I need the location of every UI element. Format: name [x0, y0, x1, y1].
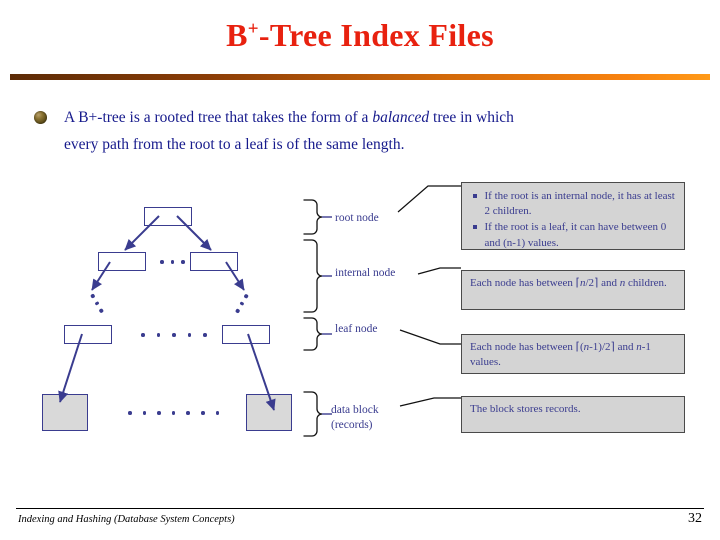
brace-group [303, 199, 323, 437]
footer-page-number: 32 [688, 511, 702, 526]
callout-leaf-var-n-1: n [583, 341, 590, 353]
data-block-box-left [42, 394, 88, 431]
bullet-paragraph-text: A B+-tree is a rooted tree that takes th… [64, 105, 694, 158]
callout-data-block: The block stores records. [461, 396, 685, 433]
bullet-text-part-1: A B+-tree is a rooted tree that takes th… [64, 109, 373, 126]
callout-internal-text-b: /2⌉ and [585, 277, 620, 289]
callout-internal-text-a: Each node has between ⌈ [470, 277, 580, 289]
tree-internal-node-box-left [98, 252, 146, 271]
diagram-label-internal-node: internal node [335, 267, 396, 279]
callout-internal-node: Each node has between ⌈n/2⌉ and n childr… [461, 270, 685, 310]
brace-root-node [303, 199, 323, 235]
callout-internal-var-n-1: n [579, 277, 586, 289]
callout-root-bullet-1-text: If the root is an internal node, it has … [484, 190, 675, 218]
bullet-text-part-2: tree in which [429, 109, 514, 126]
data-block-box-right [246, 394, 292, 431]
bullet-paragraph: A B+-tree is a rooted tree that takes th… [34, 105, 694, 158]
brace-leaf-node [303, 317, 323, 351]
ellipsis-dots-internal-level [160, 260, 185, 264]
callout-leaf-text-b: -1)/2⌉ and [589, 341, 637, 353]
diagram-label-data-block-line2: (records) [331, 418, 373, 431]
diagram-label-root-node: root node [335, 212, 379, 224]
diagram-label-data-block: data block (records) [331, 403, 379, 432]
page-title-superscript: + [247, 18, 259, 40]
callout-root-bullet-2: If the root is a leaf, it can have betwe… [470, 220, 677, 250]
callout-leaf-text-a: Each node has between ⌈( [470, 341, 584, 353]
callout-leader-group [397, 185, 461, 407]
brace-data-block [303, 391, 323, 437]
bullet-text-italic-balanced: balanced [372, 109, 430, 126]
footer-divider [16, 508, 704, 509]
footer-source-text: Indexing and Hashing (Database System Co… [18, 514, 235, 525]
bullet-sphere-icon [34, 111, 47, 124]
page-title-text-after: -Tree Index Files [258, 17, 494, 53]
callout-root-bullet-2-text: If the root is a leaf, it can have betwe… [484, 221, 667, 249]
leader-line-leaf [399, 329, 461, 345]
page-title-text-before: B [226, 17, 248, 53]
ellipsis-dots-data-block-level [128, 411, 220, 415]
tree-leaf-node-box-left [64, 325, 112, 344]
leader-line-internal [417, 267, 461, 275]
ellipsis-dots-diagonal-right [235, 293, 249, 314]
leader-line-datablock [399, 397, 461, 407]
tree-leaf-node-box-right [222, 325, 270, 344]
leader-line-root [397, 185, 461, 213]
page-title: B+-Tree Index Files [0, 17, 720, 53]
callout-internal-var-n-2: n [619, 277, 626, 289]
callout-internal-text-c: children. [625, 277, 667, 289]
diagram-label-data-block-line1: data block [331, 404, 379, 416]
callout-leaf-var-n-2: n [636, 341, 642, 353]
bullet-text-line-2: every path from the root to a leaf is of… [64, 135, 405, 153]
diagram-label-leaf-node: leaf node [335, 323, 378, 335]
callout-leaf-text-c: -1 values. [470, 341, 651, 369]
callout-root-node: If the root is an internal node, it has … [461, 182, 685, 250]
brace-label-connector-group [322, 216, 332, 415]
tree-edge-arrows-leaf-to-datablock [58, 333, 276, 411]
callout-bullet-square-icon [473, 225, 477, 229]
brace-internal-node [303, 239, 323, 313]
callout-leaf-node: Each node has between ⌈(n-1)/2⌉ and n-1 … [461, 334, 685, 374]
callout-bullet-square-icon [473, 194, 477, 198]
ellipsis-dots-diagonal-left [90, 293, 104, 314]
callout-root-bullet-1: If the root is an internal node, it has … [470, 189, 677, 219]
callout-data-block-text: The block stores records. [470, 403, 581, 415]
title-divider-bar [10, 74, 710, 80]
ellipsis-dots-leaf-level [141, 333, 207, 337]
tree-internal-node-box-right [190, 252, 238, 271]
tree-root-node-box [144, 207, 192, 226]
